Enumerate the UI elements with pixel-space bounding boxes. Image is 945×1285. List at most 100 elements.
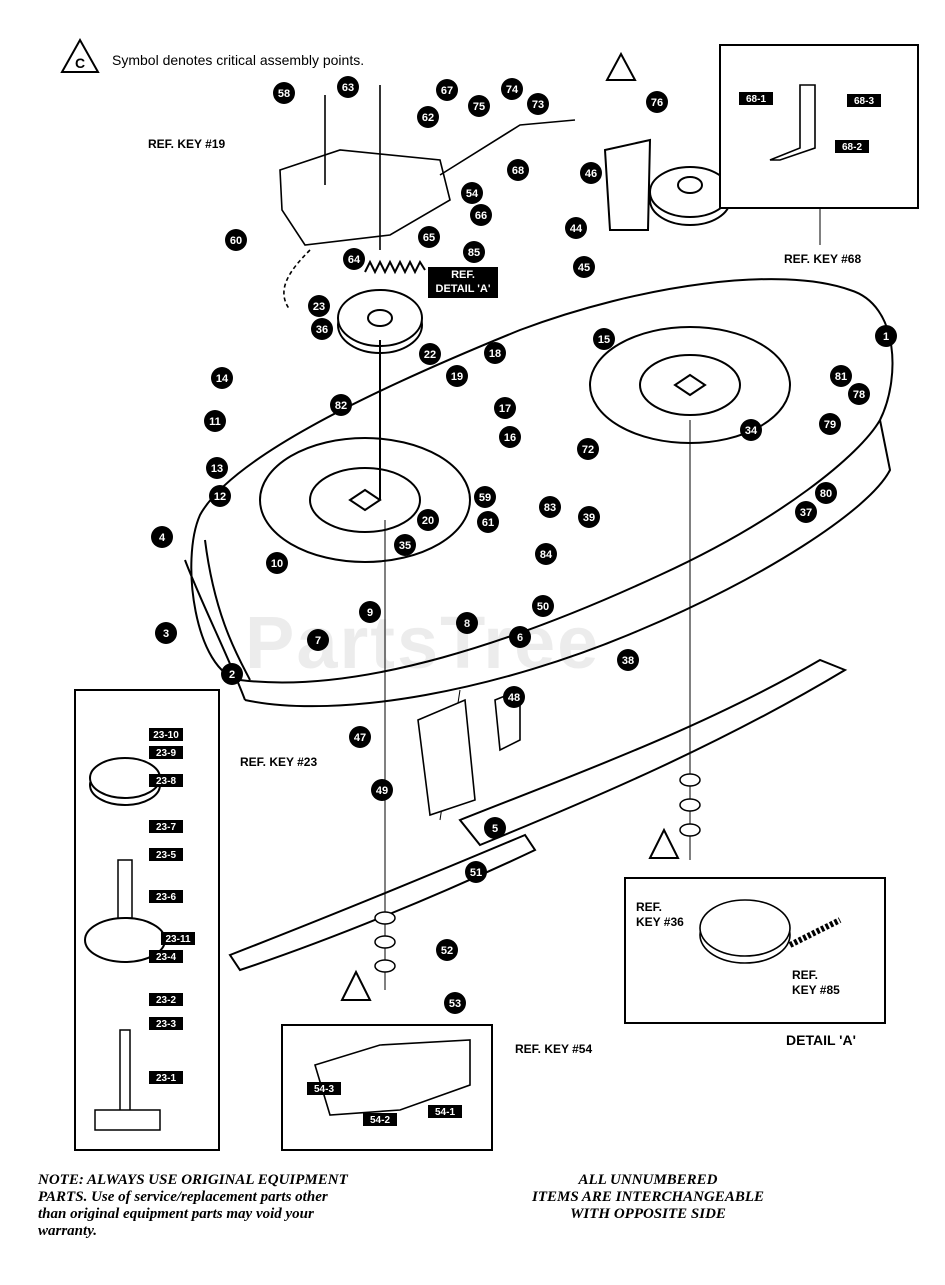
callout-number: 82 <box>335 400 347 412</box>
callout-3: 3 <box>155 622 177 644</box>
part-label-23-10: 23-10 <box>149 728 183 741</box>
callout-number: 80 <box>820 488 832 500</box>
callout-50: 50 <box>532 595 554 617</box>
part-label-54-1: 54-1 <box>428 1105 462 1118</box>
callout-80: 80 <box>815 482 837 504</box>
critical-symbol-letter: C <box>75 55 86 71</box>
callout-10: 10 <box>266 552 288 574</box>
part-label-23-1: 23-1 <box>149 1071 183 1084</box>
callout-11: 11 <box>204 410 226 432</box>
callout-12: 12 <box>209 485 231 507</box>
callout-number: 14 <box>216 373 229 385</box>
part-label-text: 54-1 <box>435 1107 455 1118</box>
callout-39: 39 <box>578 506 600 528</box>
note-left-line4: warranty. <box>38 1223 98 1239</box>
callout-number: 73 <box>532 99 544 111</box>
callout-number: 2 <box>229 669 235 681</box>
part-label-68-3: 68-3 <box>847 94 881 107</box>
callout-52: 52 <box>436 939 458 961</box>
callout-18: 18 <box>484 342 506 364</box>
detail-ref-36-line2: KEY #36 <box>636 915 684 929</box>
idler-bracket <box>279 85 576 311</box>
part-label-23-2: 23-2 <box>149 993 183 1006</box>
callout-45: 45 <box>573 256 595 278</box>
callout-number: 65 <box>423 232 435 244</box>
callout-number: 15 <box>598 334 610 346</box>
part-label-23-7: 23-7 <box>149 820 183 833</box>
callout-number: 45 <box>578 262 590 274</box>
legend-text: Symbol denotes critical assembly points. <box>112 52 365 68</box>
callout-number: 72 <box>582 444 594 456</box>
part-label-text: 23-2 <box>156 995 176 1006</box>
ref-key-68: REF. KEY #68 <box>784 252 862 266</box>
detail-a-title: DETAIL 'A' <box>786 1032 856 1048</box>
callout-59: 59 <box>474 486 496 508</box>
pulley-right <box>603 138 731 231</box>
callout-number: 5 <box>492 823 498 835</box>
callout-13: 13 <box>206 457 228 479</box>
callout-number: 9 <box>367 607 373 619</box>
callout-number: 38 <box>622 655 634 667</box>
part-label-23-8: 23-8 <box>149 774 183 787</box>
callout-number: 60 <box>230 235 242 247</box>
detail-ref-85: REF. KEY #85 <box>792 968 840 998</box>
note-original-parts: NOTE: ALWAYS USE ORIGINAL EQUIPMENT PART… <box>38 1172 458 1240</box>
callout-72: 72 <box>577 438 599 460</box>
callout-number: 44 <box>570 223 583 235</box>
detail-ref-85-line1: REF. <box>792 968 819 982</box>
callout-78: 78 <box>848 383 870 405</box>
callout-number: 36 <box>316 324 328 336</box>
callout-58: 58 <box>273 82 295 104</box>
callout-49: 49 <box>371 779 393 801</box>
callout-number: 61 <box>482 517 494 529</box>
callout-74: 74 <box>501 78 523 100</box>
ref-key-54: REF. KEY #54 <box>515 1042 593 1056</box>
part-label-54-2: 54-2 <box>363 1113 397 1126</box>
callout-66: 66 <box>470 204 492 226</box>
callout-number: 59 <box>479 492 491 504</box>
part-label-23-3: 23-3 <box>149 1017 183 1030</box>
callout-number: 74 <box>506 84 519 96</box>
callout-38: 38 <box>617 649 639 671</box>
callout-number: 63 <box>342 82 354 94</box>
callout-15: 15 <box>593 328 615 350</box>
callout-number: 85 <box>468 247 480 259</box>
callout-number: 35 <box>399 540 411 552</box>
callout-68: 68 <box>507 159 529 181</box>
callout-81: 81 <box>830 365 852 387</box>
callout-number: 6 <box>517 632 523 644</box>
callout-number: 46 <box>585 168 597 180</box>
ref-key-19: REF. KEY #19 <box>148 137 226 151</box>
callout-number: 16 <box>504 432 516 444</box>
callout-53: 53 <box>444 992 466 1014</box>
idler-pulley-left <box>337 289 423 500</box>
callout-44: 44 <box>565 217 587 239</box>
callout-number: 50 <box>537 601 549 613</box>
callout-23: 23 <box>308 295 330 317</box>
callout-22: 22 <box>419 343 441 365</box>
callout-60: 60 <box>225 229 247 251</box>
part-label-text: 23-6 <box>156 892 176 903</box>
part-label-54-3: 54-3 <box>307 1082 341 1095</box>
callout-6: 6 <box>509 626 531 648</box>
callout-47: 47 <box>349 726 371 748</box>
callout-number: 23 <box>313 301 325 313</box>
callout-48: 48 <box>503 686 525 708</box>
callout-5: 5 <box>484 817 506 839</box>
callout-number: 10 <box>271 558 283 570</box>
callout-number: 22 <box>424 349 436 361</box>
callout-61: 61 <box>477 511 499 533</box>
callout-67: 67 <box>436 79 458 101</box>
watermark: PartsTree <box>245 601 601 684</box>
callout-34: 34 <box>740 419 762 441</box>
callout-9: 9 <box>359 601 381 623</box>
callout-number: 75 <box>473 101 485 113</box>
callout-19: 19 <box>446 365 468 387</box>
callout-number: 76 <box>651 97 663 109</box>
note-right-line3: WITH OPPOSITE SIDE <box>570 1206 726 1222</box>
part-label-23-6: 23-6 <box>149 890 183 903</box>
callout-79: 79 <box>819 413 841 435</box>
callout-36: 36 <box>311 318 333 340</box>
callout-number: 64 <box>348 254 361 266</box>
